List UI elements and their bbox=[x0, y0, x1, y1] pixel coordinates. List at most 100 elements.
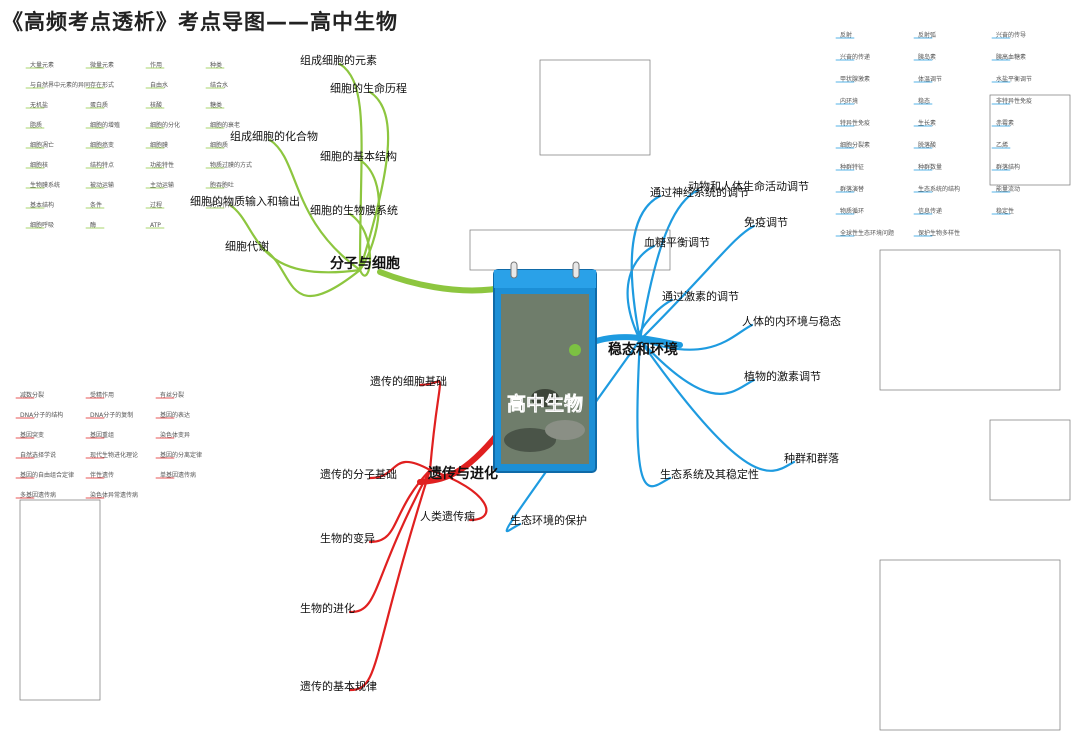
calendar-ring-right bbox=[572, 261, 580, 279]
blue-branch-label-5: 免疫调节 bbox=[744, 215, 788, 229]
blue-branch-label-8: 生态系统及其稳定性 bbox=[660, 467, 759, 481]
green-leaf-3: 种类 bbox=[210, 61, 222, 69]
green-leaf-4: 与自然界中元素的异同 bbox=[30, 81, 90, 89]
blue-branch-label-4: 人体的内环境与稳态 bbox=[742, 314, 841, 328]
red-leaf-0: 减数分裂 bbox=[20, 391, 44, 399]
blue-leaf-6: 甲状腺激素 bbox=[840, 75, 870, 83]
blue-branch-2 bbox=[626, 244, 656, 342]
green-leaf-22: 功能特性 bbox=[150, 161, 174, 169]
green-leaf-16: 细胞凋亡 bbox=[30, 141, 54, 149]
red-leaf-11: 基因的分离定律 bbox=[160, 451, 202, 459]
blue-leaf-20: 群落结构 bbox=[996, 163, 1020, 171]
green-leaf-21: 结构特点 bbox=[90, 161, 114, 169]
green-branch-label-3: 细胞的基本结构 bbox=[320, 149, 397, 163]
photo-stone-3 bbox=[531, 389, 559, 407]
blue-leaf-12: 特异性免疫 bbox=[840, 119, 870, 127]
calendar-header bbox=[494, 270, 596, 288]
category-homeostasis: 稳态和环境 bbox=[608, 341, 678, 358]
blue-leaf-10: 稳态 bbox=[918, 97, 930, 105]
diagram-panel-6 bbox=[19, 499, 101, 701]
green-branch-1 bbox=[268, 138, 362, 272]
red-leaf-12: 基因的自由组合定律 bbox=[20, 471, 74, 479]
category-molecule: 分子与细胞 bbox=[330, 255, 400, 272]
center-calendar-card: 高中生物 bbox=[493, 261, 597, 473]
blue-leaf-23: 能量流动 bbox=[996, 185, 1020, 193]
green-leaf-6: 自由水 bbox=[150, 81, 168, 89]
green-leaf-9: 蛋白质 bbox=[90, 101, 108, 109]
red-branch-0 bbox=[418, 380, 442, 472]
green-leaf-27: 胞吞胞吐 bbox=[210, 181, 234, 189]
diagram-panel-5 bbox=[879, 559, 1061, 731]
green-leaf-15: 细胞的衰老 bbox=[210, 121, 240, 129]
red-branch-3 bbox=[348, 468, 432, 614]
blue-leaf-1: 反射弧 bbox=[918, 31, 936, 39]
green-leaf-31: 光合作用 bbox=[210, 201, 234, 209]
green-branch-3 bbox=[358, 158, 380, 272]
red-leaf-9: 自然选择学说 bbox=[20, 451, 56, 459]
blue-branch-3 bbox=[637, 298, 674, 342]
red-leaf-16: 染色体异常遗传病 bbox=[90, 491, 138, 499]
red-branch-label-1: 遗传的分子基础 bbox=[320, 467, 397, 481]
blue-leaf-15: 细胞分裂素 bbox=[840, 141, 870, 149]
diagram-panel-4 bbox=[989, 419, 1071, 501]
blue-leaf-13: 生长素 bbox=[918, 119, 936, 127]
blue-branch-label-9: 生态环境的保护 bbox=[510, 513, 587, 527]
green-branch-label-2: 细胞的生命历程 bbox=[330, 81, 407, 95]
green-leaf-30: 过程 bbox=[150, 201, 162, 209]
green-branch-4 bbox=[348, 212, 372, 277]
red-branch-label-0: 遗传的细胞基础 bbox=[370, 374, 447, 388]
red-branch-label-4: 遗传的基本规律 bbox=[300, 679, 377, 693]
green-branch-label-1: 组成细胞的化合物 bbox=[230, 129, 318, 143]
green-branch-label-4: 细胞的生物膜系统 bbox=[310, 203, 398, 217]
green-leaf-8: 无机盐 bbox=[30, 101, 48, 109]
diagram-panel-2 bbox=[989, 94, 1071, 186]
red-leaf-5: 基因的表达 bbox=[160, 411, 190, 419]
page-title: 《高频考点透析》考点导图——高中生物 bbox=[2, 10, 398, 34]
blue-leaf-11: 非特异性免疫 bbox=[996, 97, 1032, 105]
red-leaf-14: 单基因遗传病 bbox=[160, 471, 196, 479]
green-leaf-24: 生物膜系统 bbox=[30, 181, 60, 189]
blue-leaf-22: 生态系统的结构 bbox=[918, 185, 960, 193]
blue-branch-7 bbox=[638, 338, 796, 472]
green-leaf-1: 微量元素 bbox=[90, 61, 114, 69]
green-branch-6 bbox=[263, 248, 362, 297]
green-leaf-10: 核酸 bbox=[150, 101, 162, 109]
blue-leaf-14: 赤霉素 bbox=[996, 119, 1014, 127]
blue-leaf-9: 内环境 bbox=[840, 97, 858, 105]
blue-branch-label-1: 通过神经系统的调节 bbox=[650, 185, 749, 199]
green-leaf-34: ATP bbox=[150, 222, 161, 229]
red-leaf-13: 伴性遗传 bbox=[90, 471, 114, 479]
red-leaf-6: 基因突变 bbox=[20, 431, 44, 439]
green-leaf-19: 细胞质 bbox=[210, 141, 228, 149]
red-branch-4 bbox=[348, 468, 432, 692]
green-branch-label-0: 组成细胞的元素 bbox=[300, 53, 377, 67]
blue-branch-4 bbox=[638, 323, 754, 351]
blue-leaf-17: 乙烯 bbox=[996, 141, 1008, 149]
red-branch-label-5: 人类遗传病 bbox=[420, 509, 475, 523]
red-branch-label-3: 生物的进化 bbox=[300, 601, 355, 615]
blue-leaf-26: 稳定性 bbox=[996, 207, 1014, 215]
blue-leaf-3: 兴奋的传递 bbox=[840, 53, 870, 61]
red-branch-1 bbox=[368, 460, 432, 480]
blue-branch-0 bbox=[638, 188, 700, 342]
blue-leaf-4: 胰岛素 bbox=[918, 53, 936, 61]
red-leaf-1: 受精作用 bbox=[90, 391, 114, 399]
blue-branch-8 bbox=[636, 338, 672, 488]
diagram-panel-1 bbox=[469, 229, 671, 271]
green-leaf-26: 主动运输 bbox=[150, 181, 174, 189]
green-leaf-14: 细胞的分化 bbox=[150, 121, 180, 129]
blue-leaf-5: 胰高血糖素 bbox=[996, 53, 1026, 61]
green-leaf-20: 细胞核 bbox=[30, 161, 48, 169]
blue-branch-1 bbox=[630, 194, 662, 342]
category-genetics: 遗传与进化 bbox=[427, 465, 498, 482]
green-leaf-5: 存在形式 bbox=[90, 81, 114, 89]
red-branch-label-2: 生物的变异 bbox=[320, 531, 375, 545]
red-leaf-3: DNA分子的结构 bbox=[20, 411, 63, 419]
blue-branch-label-3: 通过激素的调节 bbox=[662, 289, 739, 303]
green-branch-0 bbox=[338, 62, 363, 272]
blue-branch-label-7: 种群和群落 bbox=[784, 451, 839, 465]
blue-leaf-21: 群落演替 bbox=[840, 185, 864, 193]
green-leaf-28: 基本结构 bbox=[30, 201, 54, 209]
green-leaf-18: 细胞膜 bbox=[150, 141, 168, 149]
